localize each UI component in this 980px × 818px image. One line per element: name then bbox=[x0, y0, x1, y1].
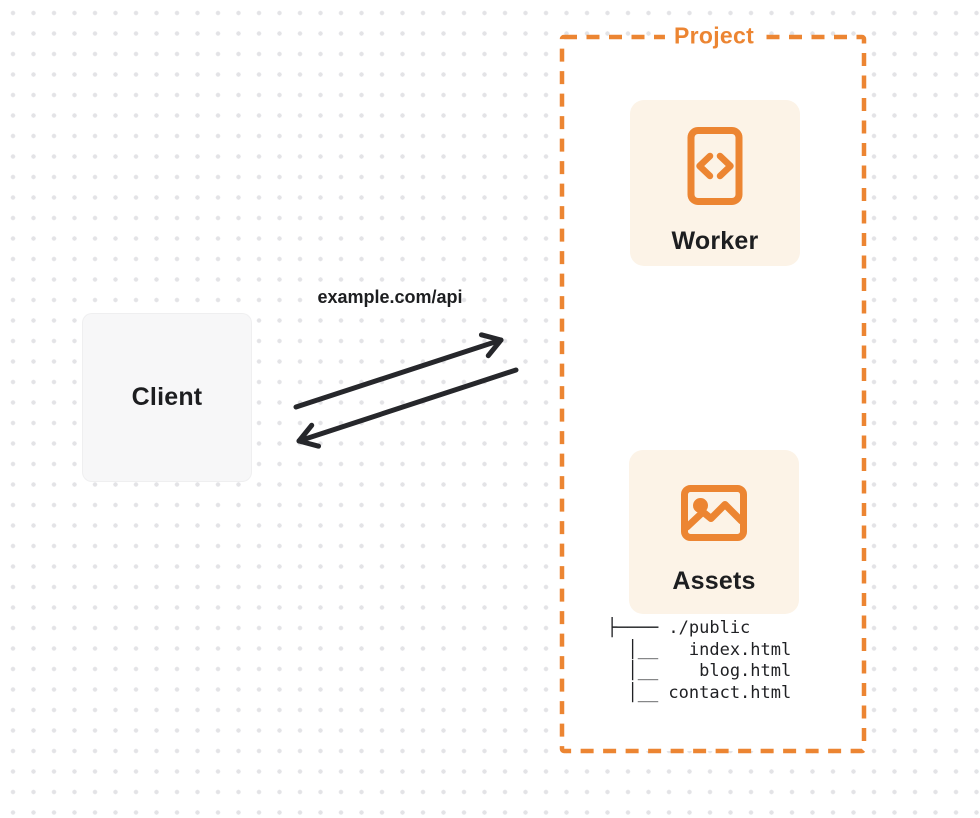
file-tree-root: ├──── ./public bbox=[607, 618, 751, 638]
image-icon bbox=[680, 484, 748, 547]
assets-node: Assets bbox=[629, 450, 799, 614]
request-url-label: example.com/api bbox=[317, 287, 463, 307]
assets-label: Assets bbox=[672, 567, 756, 595]
response-arrow bbox=[296, 367, 519, 449]
client-label: Client bbox=[131, 383, 203, 411]
assets-file-tree: ├──── ./public │__ index.html │__ blog.h… bbox=[607, 618, 791, 704]
request-arrow bbox=[293, 332, 504, 410]
file-tree-item: │__ blog.html bbox=[607, 661, 792, 681]
project-box-title: Project bbox=[664, 22, 764, 50]
client-node: Client bbox=[82, 313, 252, 482]
worker-node: Worker bbox=[630, 100, 800, 266]
worker-label: Worker bbox=[671, 227, 759, 255]
file-tree-item: │__ contact.html bbox=[607, 682, 792, 703]
code-document-icon bbox=[686, 126, 744, 211]
file-tree-item: │__ index.html bbox=[607, 639, 792, 660]
